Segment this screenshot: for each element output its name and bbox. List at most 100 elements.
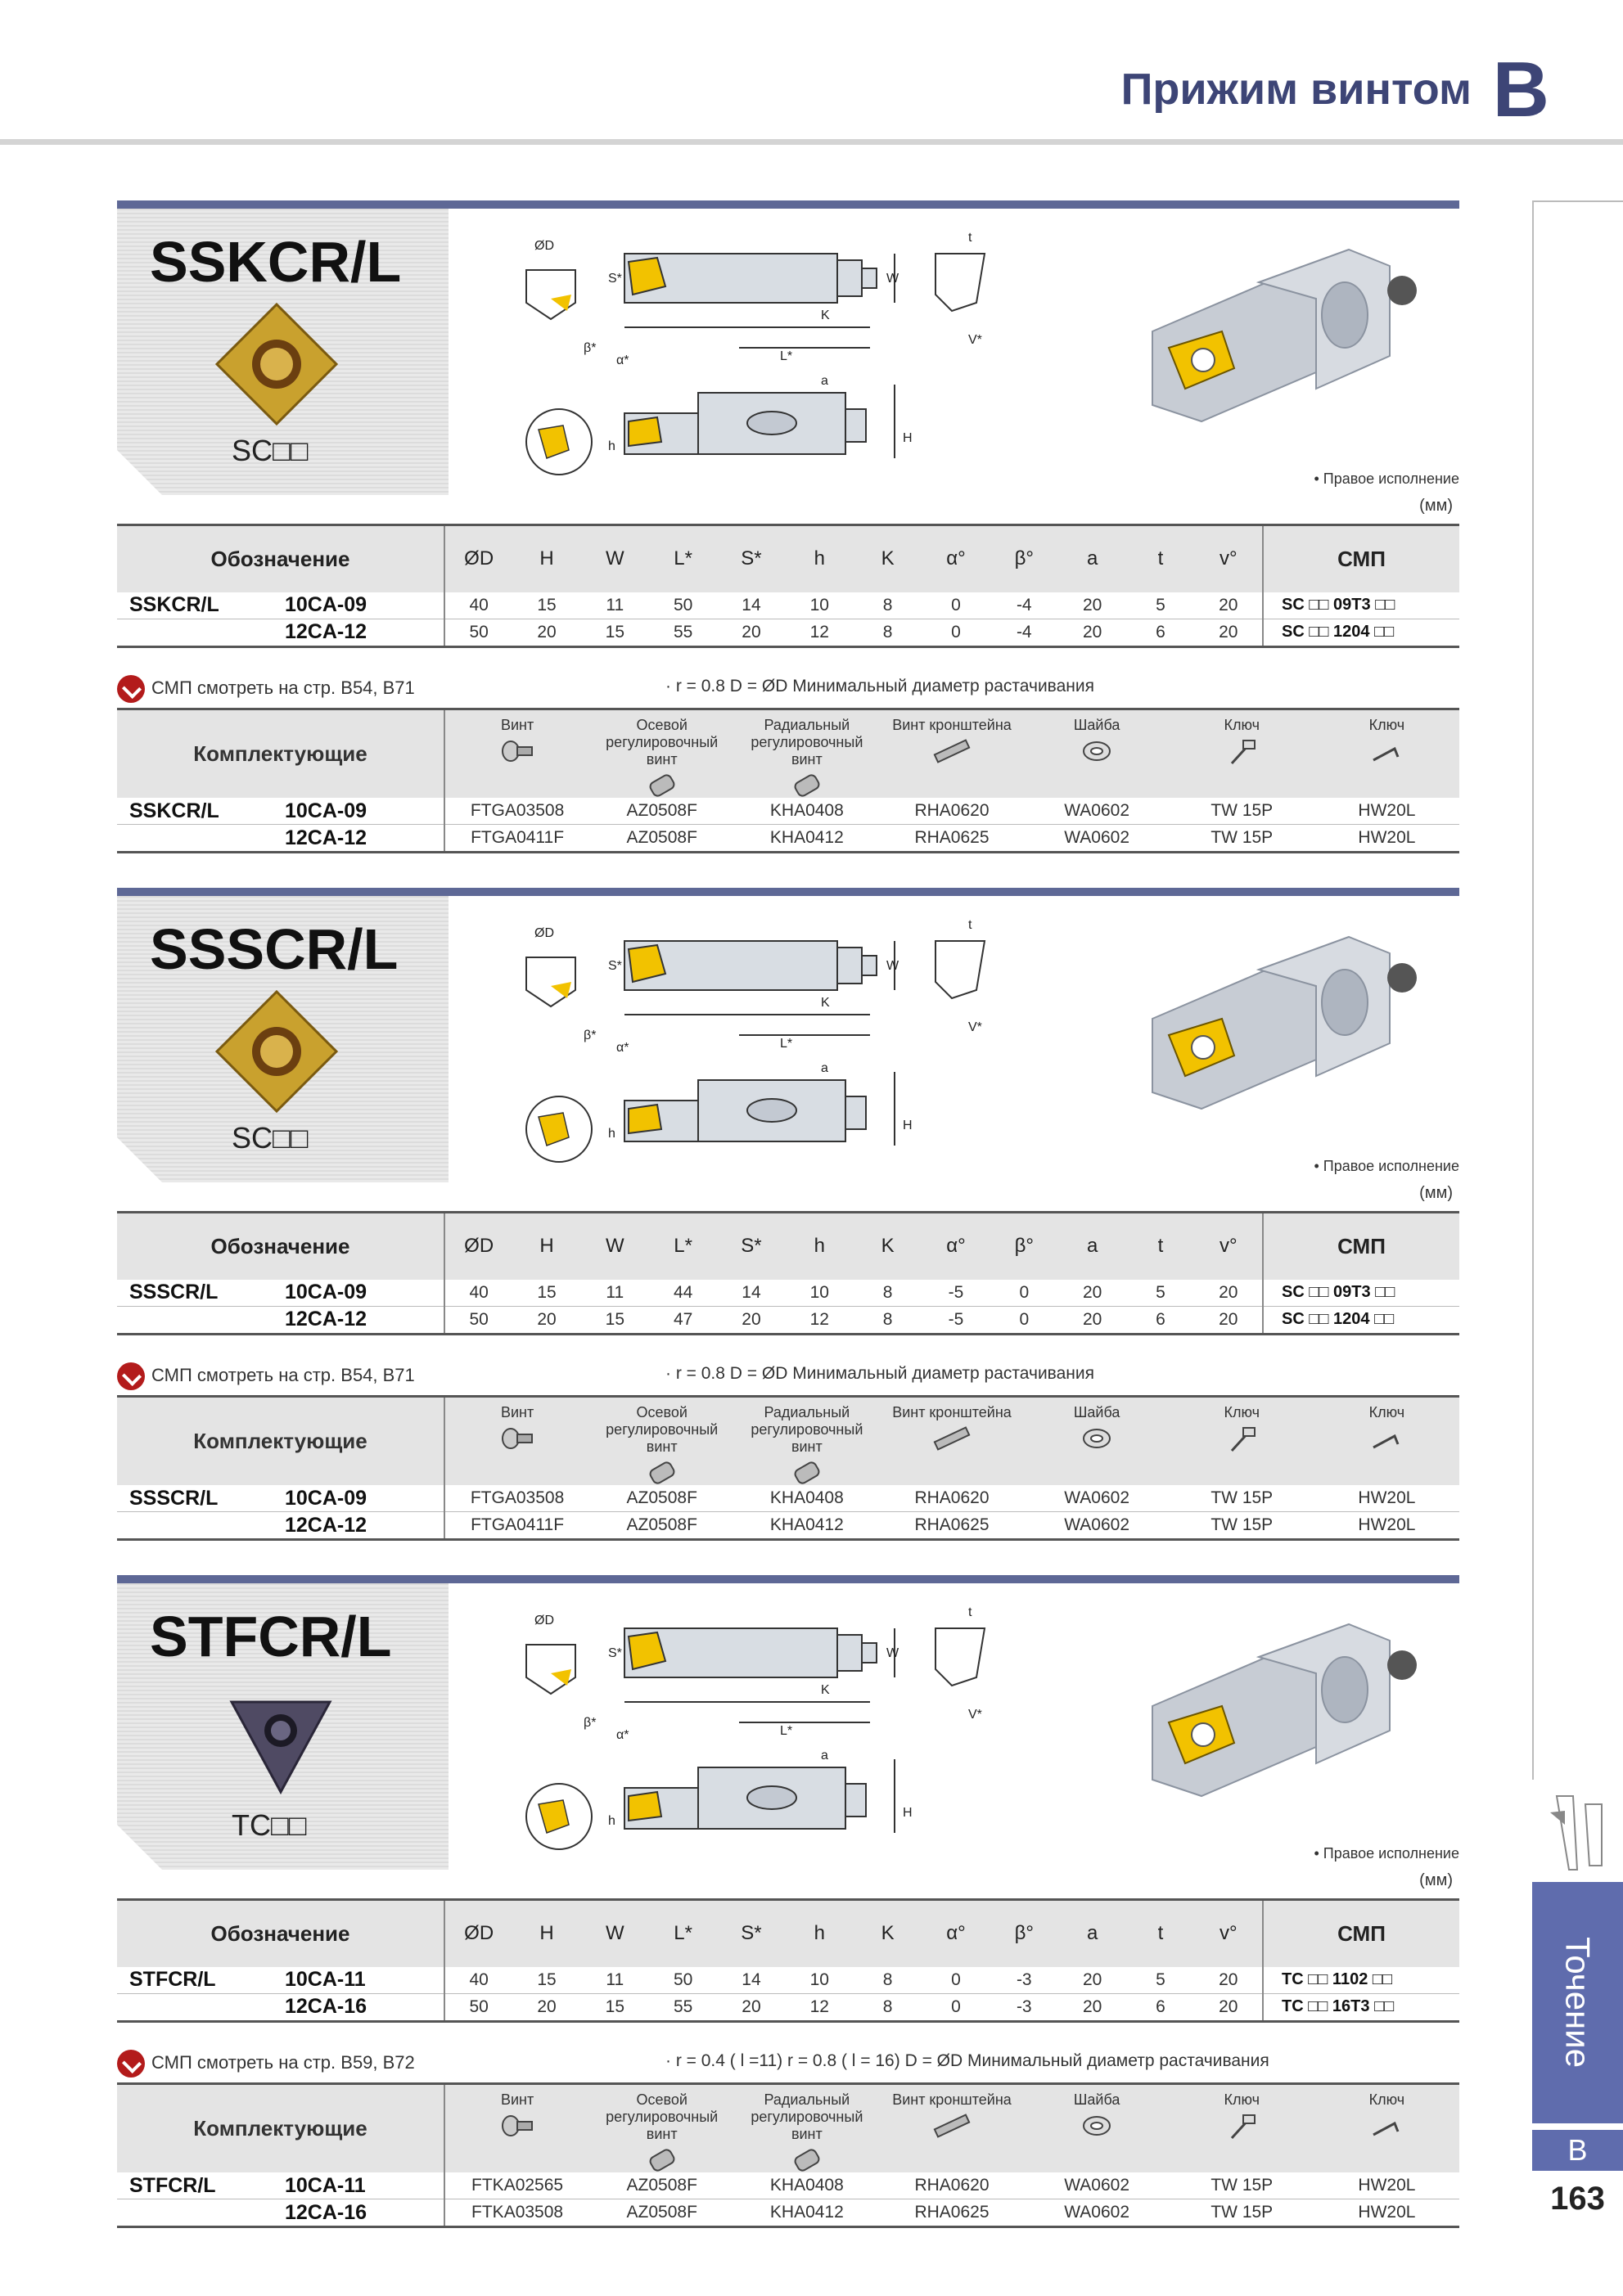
- value-cell: 8: [853, 1992, 922, 2021]
- part-number-cell: KHA0412: [734, 2199, 880, 2227]
- svg-text:V*: V*: [968, 333, 982, 347]
- accessories-table: Комплектующие Винт Осевой регулировочный…: [117, 708, 1459, 853]
- part-number-cell: WA0602: [1064, 2176, 1130, 2195]
- part-number-cell: RHA0620: [914, 1488, 990, 1507]
- svg-text:V*: V*: [968, 1708, 982, 1722]
- svg-text:t: t: [968, 1605, 972, 1619]
- insert-code-cell[interactable]: SC □□ 1204 □□: [1262, 1305, 1459, 1334]
- part-number-cell: TW 15P: [1210, 2176, 1274, 2195]
- set-screw-icon: [649, 774, 675, 797]
- holder-3d-view: [1152, 935, 1417, 1110]
- acc-col-clamp-screw: Винт кронштейна: [879, 1397, 1024, 1486]
- insert-page-ref[interactable]: СМП смотреть на стр. B59, B72: [151, 2051, 415, 2073]
- svg-text:t: t: [968, 918, 972, 932]
- value-cell: 6: [1126, 1305, 1195, 1334]
- value-cell: 55: [648, 1992, 718, 2021]
- model-title: SSSCR/L: [150, 917, 399, 981]
- insert-icon: [214, 302, 339, 426]
- value-cell: 20: [1057, 1992, 1127, 2021]
- side-divider-top: [1532, 200, 1623, 202]
- info-icon: [117, 675, 145, 703]
- svg-text:α*: α*: [616, 1728, 629, 1742]
- value-cell: 11: [606, 1970, 624, 1989]
- side-tab[interactable]: [1532, 1882, 1623, 2123]
- insert-type-label: SC□□: [232, 1121, 309, 1155]
- svg-text:V*: V*: [968, 1020, 982, 1034]
- turning-tool-icon: [1550, 1795, 1603, 1871]
- designation-cell: 12CA-16: [117, 2199, 445, 2227]
- insert-code-cell[interactable]: SC □□ 09T3 □□: [1262, 1279, 1459, 1306]
- specs-header-row: Обозначение ØD H W L* S* h K α° β° a t v…: [117, 1899, 1459, 1967]
- acc-col-label: Винт кронштейна: [892, 2091, 1012, 2108]
- svg-text:h: h: [608, 1814, 615, 1828]
- dimension-schematic: ØD S* W K L* a H h t V* β* α*: [525, 1605, 986, 1850]
- value-cell: 8: [882, 595, 893, 615]
- acc-col-clamp-screw: Винт кронштейна: [879, 709, 1024, 799]
- model-code: 12CA-16: [285, 2200, 367, 2224]
- insert-page-ref[interactable]: СМП смотреть на стр. B54, B71: [151, 677, 415, 698]
- part-number-cell: KHA0412: [734, 824, 880, 853]
- insert-type-label: TC□□: [232, 1808, 307, 1842]
- screw-icon: [502, 1428, 534, 1449]
- value-cell: 11: [606, 1282, 624, 1302]
- accessories-table: Комплектующие Винт Осевой регулировочный…: [117, 2082, 1459, 2228]
- acc-col-key: Ключ: [1314, 709, 1459, 799]
- col-header: S*: [741, 1235, 762, 1258]
- part-number-cell: HW20L: [1358, 801, 1416, 820]
- part-number-cell: KHA0408: [769, 801, 844, 820]
- torx-key-icon: [1231, 1427, 1256, 1452]
- insert-page-note: СМП смотреть на стр. B54, B71: [117, 1362, 415, 1390]
- acc-col-label: Радиальный регулировочный винт: [751, 2091, 863, 2142]
- accessories-header-row: Комплектующие Винт Осевой регулировочный…: [117, 1396, 1459, 1486]
- insert-icon: [229, 1700, 332, 1795]
- svg-text:H: H: [903, 431, 913, 445]
- specs-header-row: Обозначение ØD H W L* S* h K α° β° a t v…: [117, 1212, 1459, 1280]
- value-cell: 14: [742, 1282, 761, 1302]
- col-header: L*: [674, 1235, 692, 1258]
- right-version-note: • Правое исполнение: [1314, 1158, 1459, 1174]
- col-header: β°: [1014, 1235, 1034, 1258]
- acc-col-screw: Винт: [444, 709, 589, 799]
- col-header: t: [1157, 547, 1164, 570]
- svg-text:α*: α*: [616, 353, 629, 367]
- col-accessories: Комплектующие: [117, 709, 445, 798]
- part-number-cell: AZ0508F: [626, 801, 697, 820]
- acc-col-key: Ключ: [1170, 709, 1314, 799]
- value-cell: 20: [512, 1992, 581, 2021]
- insert-code-cell[interactable]: SC □□ 1204 □□: [1262, 618, 1459, 646]
- side-tab-letter: B: [1532, 2130, 1623, 2171]
- value-cell: 15: [580, 1305, 649, 1334]
- value-cell: 20: [1219, 595, 1238, 615]
- insert-page-ref[interactable]: СМП смотреть на стр. B54, B71: [151, 1364, 415, 1385]
- acc-col-key: Ключ: [1314, 1397, 1459, 1486]
- insert-code-cell[interactable]: SC □□ 09T3 □□: [1262, 592, 1459, 619]
- col-insert: СМП: [1262, 524, 1459, 592]
- part-number-cell: RHA0620: [914, 801, 990, 820]
- value-cell: 12: [785, 1992, 854, 2021]
- col-header: β°: [1014, 547, 1034, 570]
- col-header: a: [1086, 1235, 1098, 1258]
- acc-col-screw: Винт: [444, 1397, 589, 1486]
- value-cell: 14: [742, 1970, 761, 1989]
- svg-text:t: t: [968, 231, 972, 245]
- col-header: S*: [741, 1922, 762, 1945]
- bolt-icon: [933, 739, 971, 763]
- value-cell: 20: [1194, 1305, 1263, 1334]
- insert-code-cell[interactable]: TC □□ 1102 □□: [1262, 1966, 1459, 1993]
- svg-text:a: a: [821, 1061, 828, 1075]
- section-top-bar: [117, 888, 1459, 896]
- value-cell: -5: [922, 1305, 990, 1334]
- specs-table: Обозначение ØD H W L* S* h K α° β° a t v…: [117, 524, 1459, 648]
- insert-code-cell[interactable]: TC □□ 16T3 □□: [1262, 1992, 1459, 2021]
- acc-col-clamp-screw: Винт кронштейна: [879, 2084, 1024, 2173]
- units-note: (мм): [1419, 1184, 1453, 1202]
- part-number-cell: KHA0408: [769, 2176, 844, 2195]
- part-number-cell: HW20L: [1358, 1488, 1416, 1507]
